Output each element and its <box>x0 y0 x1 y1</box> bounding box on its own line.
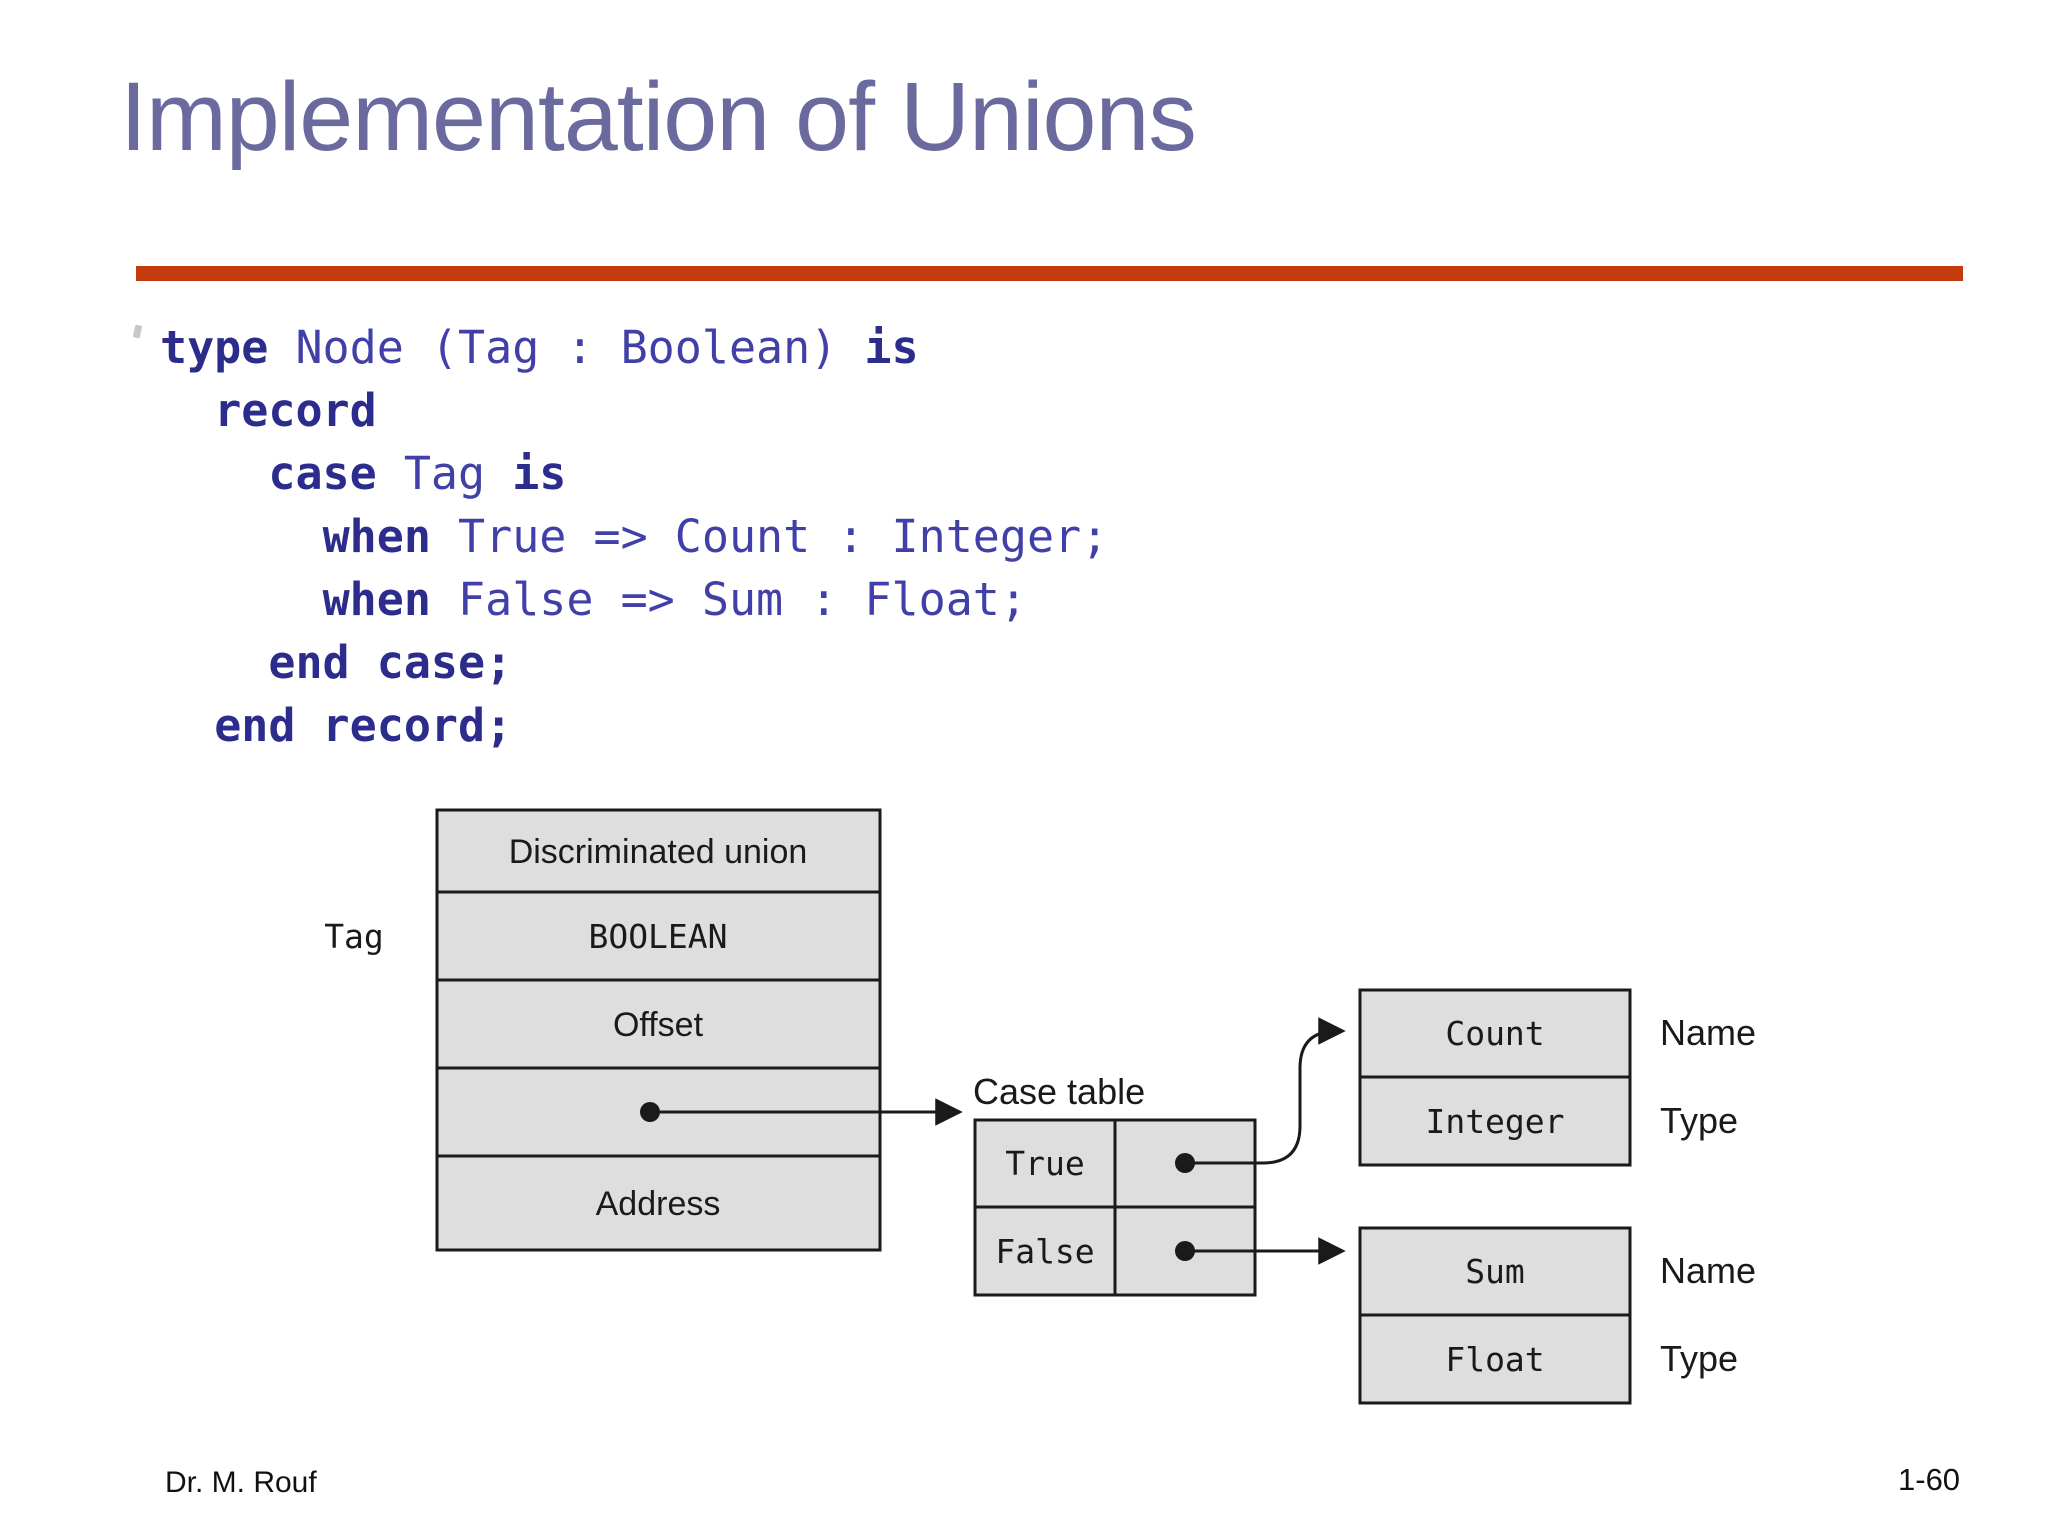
code-line: end record; <box>214 699 513 752</box>
bullet-mark <box>132 324 143 339</box>
case-table-false-cell: False <box>995 1232 1094 1271</box>
sum-name-cell: Sum <box>1465 1252 1525 1291</box>
sum-type-cell: Float <box>1445 1340 1544 1379</box>
discriminated-union-stack: Discriminated union BOOLEAN Offset Addre… <box>324 808 882 1252</box>
footer-author: Dr. M. Rouf <box>165 1466 317 1499</box>
code-line: when True => Count : Integer; <box>322 510 1109 563</box>
type-label-bottom: Type <box>1660 1338 1738 1379</box>
page-title: Implementation of Unions <box>120 62 1197 171</box>
union-outer-box <box>435 808 882 1252</box>
code-line: case Tag is <box>268 447 567 500</box>
code-line: end case; <box>268 636 513 689</box>
case-table-label: Case table <box>973 1071 1145 1112</box>
name-label-bottom: Name <box>1660 1250 1756 1291</box>
arrow-true-to-count <box>1185 1017 1346 1165</box>
union-offset-cell: Offset <box>613 1006 704 1044</box>
variant-true-box: Count Integer Name Type <box>1358 988 1756 1167</box>
tag-row-label: Tag <box>324 917 384 956</box>
code-line: when False => Sum : Float; <box>322 573 1027 626</box>
count-name-cell: Count <box>1445 1014 1544 1053</box>
case-table: Case table True False <box>973 1071 1257 1297</box>
case-table-true-cell: True <box>1005 1144 1084 1183</box>
code-line: record <box>214 384 377 437</box>
union-address-cell: Address <box>596 1185 721 1223</box>
union-boolean-cell: BOOLEAN <box>588 917 727 956</box>
variant-false-box: Sum Float Name Type <box>1358 1226 1756 1405</box>
count-type-cell: Integer <box>1425 1102 1564 1141</box>
name-label-top: Name <box>1660 1012 1756 1053</box>
type-label-top: Type <box>1660 1100 1738 1141</box>
title-divider-rule <box>136 266 1963 281</box>
code-block: type Node (Tag : Boolean) is record case… <box>160 316 1108 757</box>
union-implementation-diagram: Discriminated union BOOLEAN Offset Addre… <box>324 808 1756 1405</box>
code-line: type Node (Tag : Boolean) is <box>160 321 919 374</box>
union-header-label: Discriminated union <box>509 833 808 871</box>
footer-page-number: 1-60 <box>1898 1462 1961 1497</box>
